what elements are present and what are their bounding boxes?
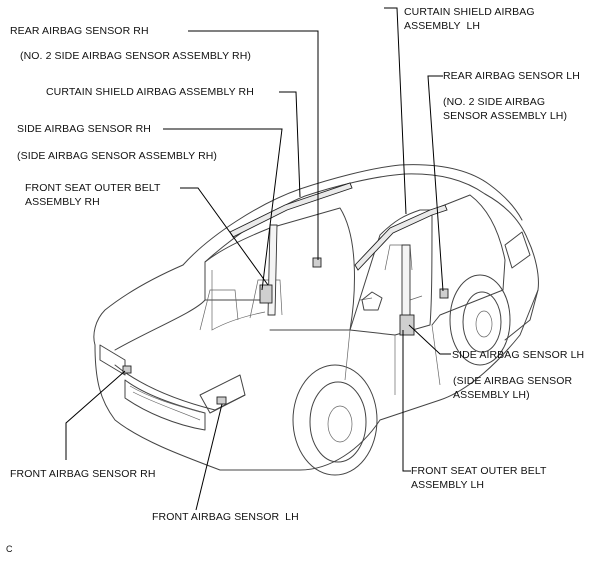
label-front-airbag-sensor-lh: FRONT AIRBAG SENSOR LH bbox=[152, 511, 299, 523]
car-body bbox=[93, 164, 539, 476]
label-rear-airbag-sensor-rh: REAR AIRBAG SENSOR RH bbox=[10, 25, 149, 37]
figure-code: C bbox=[6, 544, 13, 554]
label-curtain-shield-lh-line1: CURTAIN SHIELD AIRBAG bbox=[404, 6, 535, 18]
label-curtain-shield-lh-line2: ASSEMBLY LH bbox=[404, 20, 481, 32]
label-side-airbag-sensor-lh: SIDE AIRBAG SENSOR LH bbox=[452, 349, 585, 361]
front-sensor-lh-part bbox=[216, 396, 227, 405]
front-sensor-rh-part bbox=[122, 365, 132, 374]
label-side-airbag-sensor-rh: SIDE AIRBAG SENSOR RH bbox=[17, 123, 151, 135]
label-side-airbag-sensor-rh-sub: (SIDE AIRBAG SENSOR ASSEMBLY RH) bbox=[17, 150, 218, 162]
label-rear-airbag-sensor-rh-sub: (NO. 2 SIDE AIRBAG SENSOR ASSEMBLY RH) bbox=[20, 50, 251, 62]
label-rear-airbag-sensor-lh: REAR AIRBAG SENSOR LH bbox=[443, 70, 580, 82]
curtain-shield-lh-part bbox=[354, 204, 448, 271]
components bbox=[122, 182, 449, 405]
side-sensor-rh-part bbox=[259, 284, 273, 304]
label-belt-lh-line2: ASSEMBLY LH bbox=[411, 479, 485, 491]
label-curtain-shield-rh: CURTAIN SHIELD AIRBAG ASSEMBLY RH bbox=[46, 86, 254, 98]
label-belt-rh-line2: ASSEMBLY RH bbox=[25, 196, 100, 208]
rear-sensor-lh-part bbox=[439, 288, 449, 299]
rear-sensor-rh-part bbox=[312, 257, 322, 268]
label-side-airbag-sensor-lh-sub2: ASSEMBLY LH) bbox=[453, 389, 530, 401]
label-belt-lh-line1: FRONT SEAT OUTER BELT bbox=[411, 465, 547, 477]
side-sensor-lh-part bbox=[399, 314, 415, 336]
label-rear-airbag-sensor-lh-sub2: SENSOR ASSEMBLY LH) bbox=[443, 110, 568, 122]
label-belt-rh-line1: FRONT SEAT OUTER BELT bbox=[25, 182, 161, 194]
leader-lines bbox=[65, 7, 451, 511]
label-rear-airbag-sensor-lh-sub1: (NO. 2 SIDE AIRBAG bbox=[443, 96, 546, 108]
label-front-airbag-sensor-rh: FRONT AIRBAG SENSOR RH bbox=[10, 468, 156, 480]
label-side-airbag-sensor-lh-sub1: (SIDE AIRBAG SENSOR bbox=[453, 375, 573, 387]
